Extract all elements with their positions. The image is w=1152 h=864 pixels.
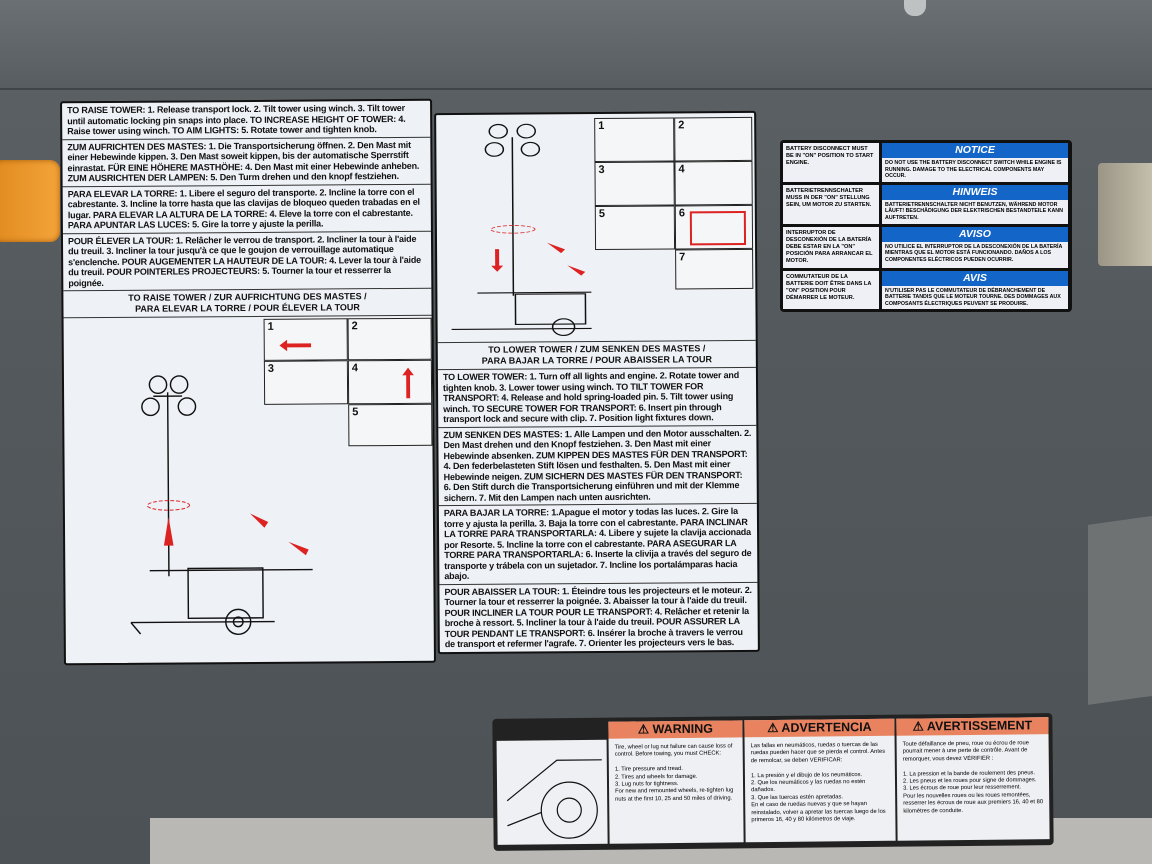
battery-left-en: BATTERY DISCONNECT MUST BE IN "ON" POSIT… (783, 143, 879, 182)
lower-step-7: 7 (675, 248, 754, 290)
lower-step-2: 2 (674, 116, 753, 162)
side-plate (1088, 515, 1152, 705)
battery-left-fr: COMMUTATEUR DE LA BATTERIE DOIT ÊTRE DAN… (783, 270, 879, 310)
raise-step-2: 2 (347, 317, 432, 361)
raise-step-3: 3 (263, 360, 349, 405)
warning-triangle-icon: ⚠ (637, 722, 653, 737)
battery-left-de: BATTERIETRENNSCHALTER MUSS IN DER "ON" S… (783, 184, 879, 224)
lower-title: TO LOWER TOWER / ZUM SENKEN DES MASTES /… (437, 340, 756, 371)
raise-instructions-de: ZUM AUFRICHTEN DES MASTES: 1. Die Transp… (62, 137, 431, 187)
lower-instructions-fr: POUR ABAISSER LA TOUR: 1. Éteindre tous … (444, 584, 752, 650)
raise-instructions-en: TO RAISE TOWER: 1. Release transport loc… (62, 100, 431, 140)
lower-step-5: 5 (594, 205, 676, 251)
raise-instructions-es: PARA ELEVAR LA TORRE: 1. Libere el segur… (62, 184, 431, 234)
lowered-tower-drawing (451, 123, 592, 337)
amber-reflector (0, 160, 60, 242)
raise-tower-label: TO RAISE TOWER: 1. Release transport loc… (60, 98, 436, 666)
warning-triangle-icon: ⚠ (767, 720, 782, 736)
lower-step-4: 4 (674, 160, 753, 206)
lower-step-3: 3 (594, 161, 675, 207)
warning-fr: ⚠ AVERTISSEMENT Toute défaillance de pne… (896, 717, 1050, 841)
lower-instructions-de: ZUM SENKEN DES MASTES: 1. Alle Lampen un… (438, 425, 757, 507)
wheel-icon (506, 759, 602, 839)
raise-step-4: 4 (347, 359, 433, 405)
tire-warning-label: ⚠ WARNING Tire, wheel or lug nut failure… (492, 713, 1054, 851)
raise-instructions-fr: POUR ÉLEVER LA TOUR: 1. Relâcher le verr… (62, 231, 432, 292)
raise-step-5: 5 (348, 403, 433, 447)
tire-illustration (496, 739, 608, 845)
lower-instructions-en: TO LOWER TOWER: 1. Turn off all lights a… (437, 367, 757, 428)
lower-tower-label: 1 2 3 4 5 6 7 TO LOWER TOWER / ZUM SENKE… (434, 110, 760, 654)
raise-step-1: 1 (263, 318, 348, 361)
bolt (904, 0, 926, 16)
lower-step-1: 1 (594, 117, 675, 163)
battery-notice-label: BATTERY DISCONNECT MUST BE IN "ON" POSIT… (780, 140, 1072, 313)
raise-title: TO RAISE TOWER / ZUR AUFRICHTUNG DES MAS… (63, 288, 432, 319)
lower-step-6: 6 (674, 204, 754, 250)
warning-en: ⚠ WARNING Tire, wheel or lug nut failure… (608, 720, 744, 844)
warning-triangle-icon: ⚠ (912, 719, 927, 734)
raise-diagram: 1 2 3 4 5 (64, 316, 434, 664)
lower-diagram: 1 2 3 4 5 6 7 (436, 112, 756, 344)
lower-instructions-es: PARA BAJAR LA TORRE: 1.Apague el motor y… (438, 503, 758, 585)
warning-es: ⚠ ADVERTENCIA Las fallas en neumáticos, … (744, 718, 896, 843)
metal-bracket (1098, 163, 1152, 266)
panel-seam (0, 0, 1152, 90)
battery-left-es: INTERRUPTOR DE DESCONEXIÓN DE LA BATERÍA… (783, 226, 879, 268)
